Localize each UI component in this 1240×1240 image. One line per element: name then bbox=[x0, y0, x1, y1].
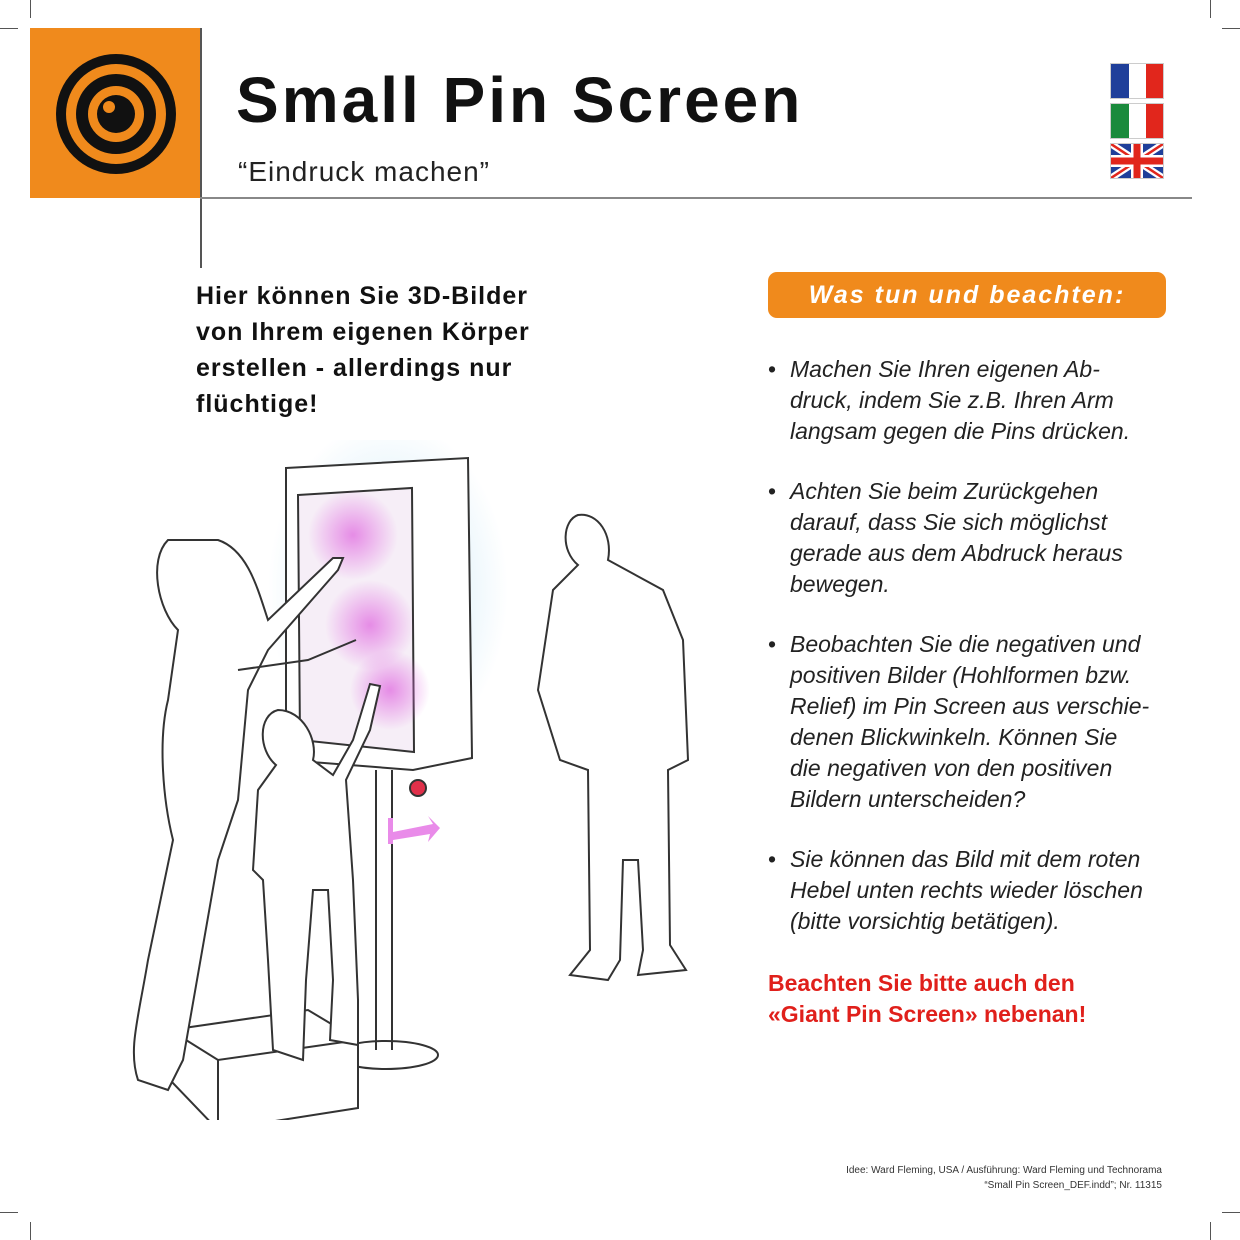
note-line: «Giant Pin Screen» nebenan! bbox=[768, 1001, 1087, 1027]
list-item-line: druck, indem Sie z.B. Ihren Arm bbox=[790, 387, 1114, 413]
list-item-line: gerade aus dem Abdruck heraus bbox=[790, 540, 1123, 566]
intro-text: Hier können Sie 3D-Bilder von Ihrem eige… bbox=[196, 278, 616, 422]
crop-mark bbox=[30, 1222, 31, 1240]
crop-mark bbox=[0, 1212, 18, 1213]
credit-block: Idee: Ward Fleming, USA / Ausführung: Wa… bbox=[700, 1163, 1162, 1193]
list-item-line: Beobachten Sie die negativen und bbox=[790, 631, 1141, 657]
logo bbox=[30, 28, 202, 198]
crop-mark bbox=[30, 0, 31, 18]
intro-line: erstellen - allerdings nur bbox=[196, 354, 513, 382]
pin-screen-visitors-illustration bbox=[108, 420, 728, 1132]
list-item: Sie können das Bild mit dem roten Hebel … bbox=[768, 844, 1208, 937]
page-subtitle: “Eindruck machen” bbox=[238, 156, 490, 187]
flag-uk-icon[interactable] bbox=[1110, 143, 1164, 179]
list-item-line: Relief) im Pin Screen aus verschie- bbox=[790, 693, 1150, 719]
instructions-list: Machen Sie Ihren eigenen Ab- druck, inde… bbox=[768, 354, 1208, 966]
list-item-line: Bildern unterscheiden? bbox=[790, 786, 1026, 812]
list-item: Achten Sie beim Zurückgehen darauf, dass… bbox=[768, 476, 1208, 600]
flag-italy-icon[interactable] bbox=[1110, 103, 1164, 139]
intro-line: Hier können Sie 3D-Bilder bbox=[196, 282, 529, 310]
crop-mark bbox=[0, 28, 18, 29]
intro-line: von Ihrem eigenen Körper bbox=[196, 318, 530, 346]
credit-line: Idee: Ward Fleming, USA / Ausführung: Wa… bbox=[846, 1165, 1162, 1176]
giant-pin-screen-note: Beachten Sie bitte auch den «Giant Pin S… bbox=[768, 968, 1208, 1030]
list-item-line: Hebel unten rechts wieder löschen bbox=[790, 877, 1143, 903]
target-icon bbox=[56, 54, 176, 174]
crop-mark bbox=[1222, 1212, 1240, 1213]
page-title: Small Pin Screen bbox=[236, 64, 804, 136]
flag-france-icon[interactable] bbox=[1110, 63, 1164, 99]
intro-line: flüchtige! bbox=[196, 390, 319, 418]
list-item-line: die negativen von den positiven bbox=[790, 755, 1113, 781]
list-item: Machen Sie Ihren eigenen Ab- druck, inde… bbox=[768, 354, 1208, 447]
credit-line: “Small Pin Screen_DEF.indd”; Nr. 11315 bbox=[984, 1180, 1162, 1191]
list-item-line: positiven Bilder (Hohlformen bzw. bbox=[790, 662, 1132, 688]
header-rule bbox=[200, 197, 1192, 199]
crop-mark bbox=[1222, 28, 1240, 29]
note-line: Beachten Sie bitte auch den bbox=[768, 970, 1075, 996]
crop-mark bbox=[1210, 0, 1211, 18]
list-item-line: darauf, dass Sie sich möglichst bbox=[790, 509, 1108, 535]
instructions-heading: Was tun und beachten: bbox=[768, 272, 1166, 318]
list-item-line: Sie können das Bild mit dem roten bbox=[790, 846, 1141, 872]
list-item-line: Achten Sie beim Zurückgehen bbox=[790, 478, 1099, 504]
list-item-line: denen Blickwinkeln. Können Sie bbox=[790, 724, 1118, 750]
crop-mark bbox=[1210, 1222, 1211, 1240]
list-item-line: (bitte vorsichtig betätigen). bbox=[790, 908, 1060, 934]
list-item-line: bewegen. bbox=[790, 571, 890, 597]
list-item-line: Machen Sie Ihren eigenen Ab- bbox=[790, 356, 1100, 382]
list-item: Beobachten Sie die negativen und positiv… bbox=[768, 629, 1208, 815]
vertical-rule bbox=[200, 28, 202, 268]
list-item-line: langsam gegen die Pins drücken. bbox=[790, 418, 1131, 444]
